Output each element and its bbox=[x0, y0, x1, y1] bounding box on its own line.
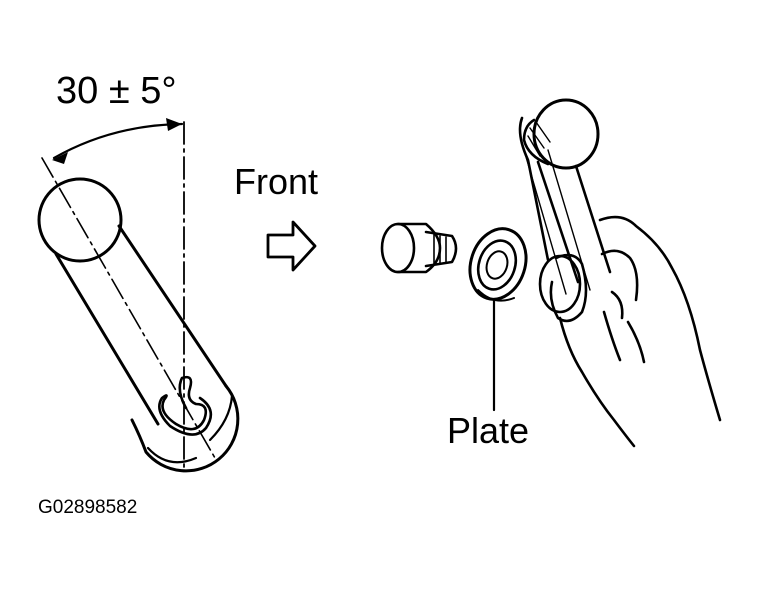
front-direction-label: Front bbox=[234, 161, 319, 202]
handle-arm bbox=[54, 224, 240, 473]
angle-arc bbox=[52, 122, 184, 160]
handle-knob bbox=[37, 177, 123, 263]
angle-tolerance-label: 30 ± 5° bbox=[56, 70, 177, 112]
spindle bbox=[380, 222, 458, 274]
figure-id-label: G02898582 bbox=[38, 497, 138, 518]
plate-callout-label: Plate bbox=[447, 410, 530, 451]
angle-arrow-right bbox=[166, 118, 182, 131]
handle-axis-line bbox=[41, 157, 216, 459]
window-regulator-handle-icon bbox=[37, 118, 240, 473]
installed-handle bbox=[518, 98, 612, 314]
plate-washer bbox=[468, 227, 528, 302]
angle-arrow-left bbox=[52, 152, 68, 164]
retaining-clip bbox=[158, 375, 213, 436]
right-arrow-outline-icon bbox=[266, 220, 317, 272]
hand bbox=[549, 215, 722, 448]
handle-install-hand-icon bbox=[380, 98, 722, 448]
